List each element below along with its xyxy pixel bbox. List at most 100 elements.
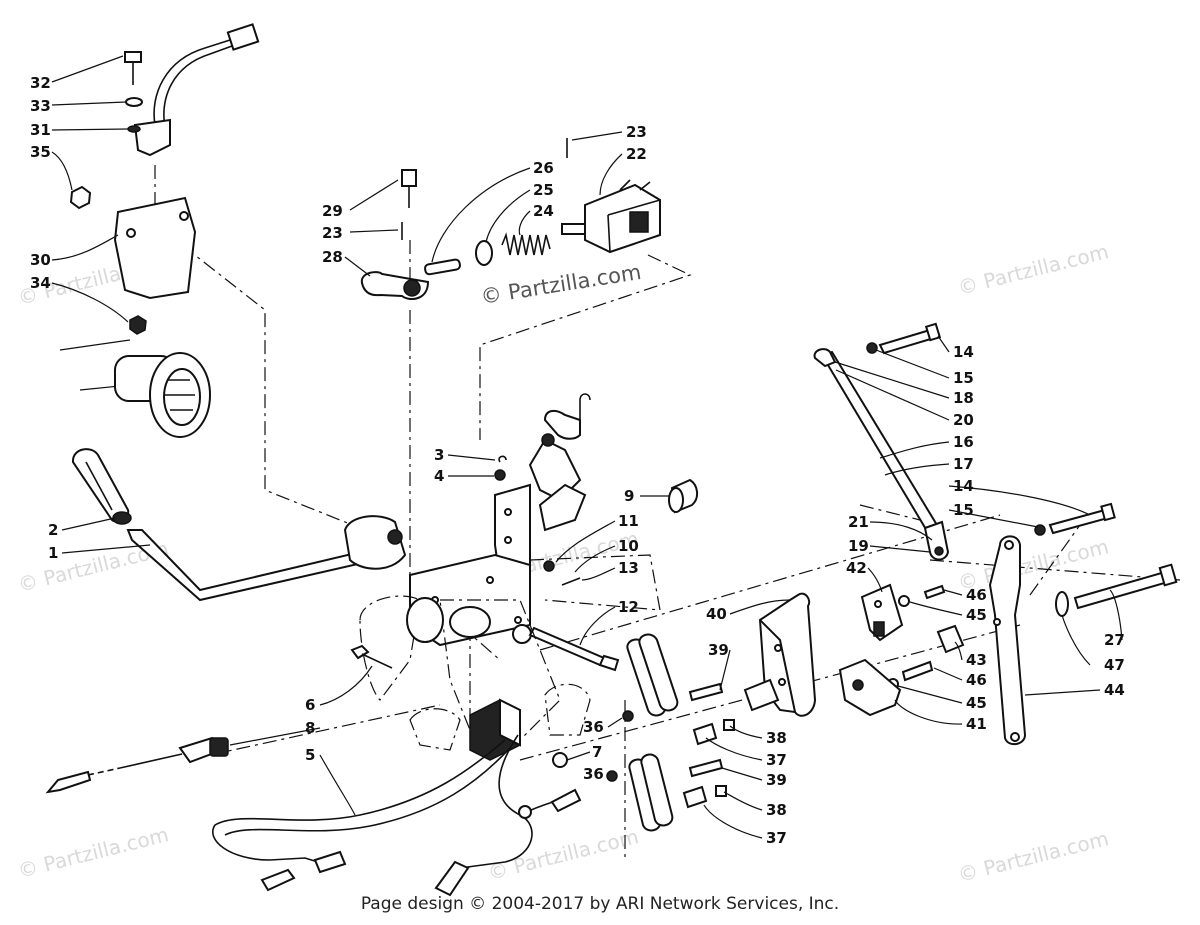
callout-label: 17 — [953, 455, 974, 473]
leader-line — [943, 589, 963, 596]
callout-label: 21 — [848, 513, 869, 531]
lever-bracket — [538, 483, 587, 532]
leader-line — [607, 717, 623, 728]
callout-label: 42 — [846, 559, 867, 577]
watermark: © Partzilla.com — [15, 822, 171, 883]
bolt-hole — [126, 228, 136, 238]
leader-line — [879, 441, 950, 459]
bolt-hole — [486, 576, 494, 584]
bolt-hole — [1010, 732, 1020, 742]
callout-label: 44 — [1104, 681, 1125, 699]
callout-label: 5 — [305, 746, 315, 764]
leader-line — [705, 737, 763, 761]
bolt-icon — [688, 758, 724, 778]
bolt-icon — [923, 584, 946, 600]
leader-line — [729, 599, 791, 615]
knob-detail — [85, 461, 113, 511]
terminal-icon — [45, 770, 92, 794]
bolt-hole — [874, 600, 882, 608]
washer-icon — [475, 240, 493, 266]
watermark: © Partzilla.com — [955, 239, 1111, 300]
pulley-hub-icon — [163, 368, 201, 426]
callout-label: 38 — [766, 801, 787, 819]
leader-line — [719, 649, 731, 691]
leader-line — [729, 725, 763, 739]
leader-line — [555, 520, 616, 563]
bolt-hole — [514, 616, 522, 624]
leader-line — [581, 567, 616, 581]
callout-label: 20 — [953, 411, 974, 429]
leader-line — [897, 685, 963, 704]
bolt-hole — [778, 678, 786, 686]
bolt-icon — [688, 682, 724, 702]
spacer-icon — [723, 719, 735, 731]
callout-label: 32 — [30, 74, 51, 92]
dash-line — [929, 559, 1181, 581]
pivot-icon — [852, 679, 864, 691]
callout-label: 28 — [322, 248, 343, 266]
bolt-hole — [1004, 540, 1014, 550]
copyright-footer: Page design © 2004-2017 by ARI Network S… — [360, 894, 840, 914]
callout-label: 46 — [966, 586, 987, 604]
bolt-head-icon — [924, 322, 942, 342]
relay-face — [499, 698, 521, 747]
leader-line — [703, 804, 763, 839]
dash-line — [859, 504, 921, 521]
bolt-head-icon — [350, 644, 370, 660]
leader-line — [933, 667, 963, 681]
callout-label: 4 — [434, 467, 444, 485]
boss-icon — [449, 606, 491, 638]
linkage-assembly — [606, 322, 1178, 832]
knob-icon — [71, 448, 130, 523]
callout-label: 3 — [434, 446, 444, 464]
callout-label: 39 — [708, 641, 729, 659]
casting-outline — [544, 683, 591, 736]
boss-icon — [406, 597, 444, 643]
leader-line — [723, 791, 763, 811]
callout-label: 45 — [966, 694, 987, 712]
leader-line — [835, 369, 950, 421]
pin-icon — [424, 258, 461, 276]
callout-label: 9 — [624, 487, 634, 505]
leader-line — [319, 754, 356, 816]
solenoid-coil-icon — [629, 211, 649, 233]
callout-label: 30 — [30, 251, 51, 269]
callout-label: 23 — [626, 123, 647, 141]
pivot-icon — [403, 279, 421, 297]
nut-icon — [494, 469, 506, 481]
bracket-assembly — [59, 23, 260, 438]
nut-icon — [69, 185, 92, 210]
watermark: © Partzilla.com — [955, 826, 1111, 887]
leader-line — [721, 767, 763, 781]
callout-label: 12 — [618, 598, 639, 616]
callout-label: 8 — [305, 719, 315, 737]
bolt-icon — [1048, 508, 1110, 535]
callout-label: 33 — [30, 97, 51, 115]
link-plate — [860, 583, 904, 642]
wire — [87, 767, 121, 776]
leader-line — [51, 101, 127, 106]
hook — [579, 393, 591, 420]
callout-labels: 32 33 31 35 30 34 2 1 29 23 28 26 25 24 … — [30, 74, 1125, 847]
callout-label: 38 — [766, 729, 787, 747]
casting-outline — [409, 708, 461, 751]
leader-line — [867, 567, 883, 593]
washer-icon — [512, 624, 532, 644]
callout-label: 25 — [533, 181, 554, 199]
bolt-head-icon — [1100, 502, 1116, 522]
leader-line — [518, 210, 531, 236]
leader-line — [319, 665, 373, 706]
pivot-icon — [387, 529, 403, 545]
dash-line — [539, 514, 1001, 651]
leader-line — [1061, 614, 1091, 666]
callout-label: 39 — [766, 771, 787, 789]
watermark-center: © Partzilla.com — [479, 260, 643, 309]
pivot-icon — [541, 433, 555, 447]
callout-label: 27 — [1104, 631, 1125, 649]
callout-label: 47 — [1104, 656, 1125, 674]
nut-icon — [606, 770, 618, 782]
bushing-icon — [743, 678, 780, 712]
clip-icon — [498, 455, 507, 463]
bolt-head-icon — [598, 654, 620, 672]
